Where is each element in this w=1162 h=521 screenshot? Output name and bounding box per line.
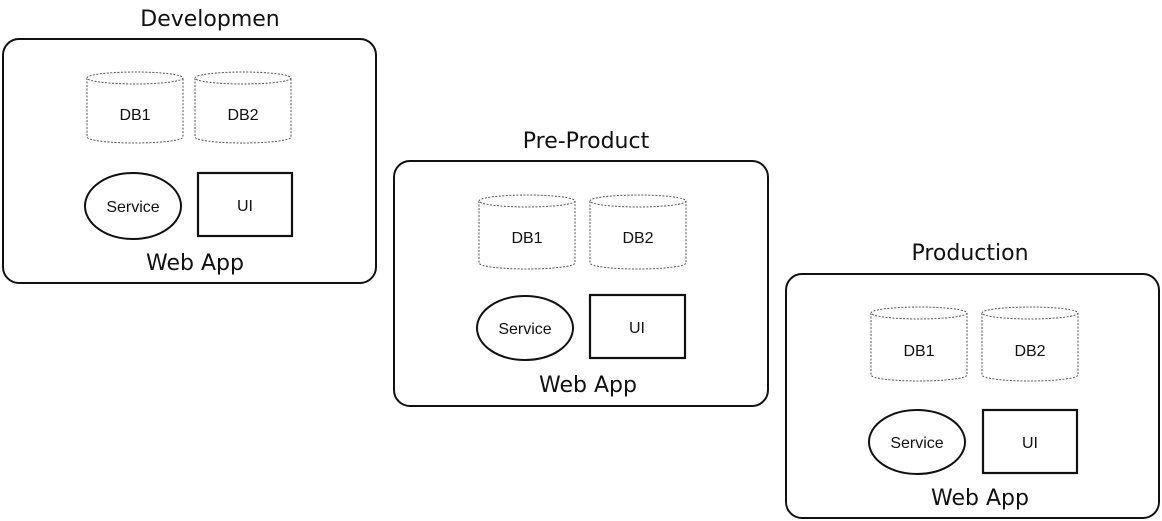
environment-box-development bbox=[2, 38, 377, 284]
db1-label: DB1 bbox=[903, 343, 934, 360]
service-node: Service bbox=[84, 172, 182, 240]
environment-box-production bbox=[785, 273, 1160, 519]
service-label: Service bbox=[106, 199, 159, 216]
environment-title-pre-product: Pre-Product bbox=[523, 129, 650, 154]
db2-label: DB2 bbox=[1014, 343, 1045, 360]
db1-cylinder: DB1 bbox=[478, 194, 576, 270]
db2-cylinder: DB2 bbox=[981, 306, 1079, 382]
db1-label: DB1 bbox=[511, 230, 542, 247]
ui-label: UI bbox=[237, 198, 253, 215]
environment-development: Developmen DB1 DB2 Service UI Web App bbox=[2, 7, 377, 284]
db2-label: DB2 bbox=[227, 107, 258, 124]
environment-title-development: Developmen bbox=[140, 7, 279, 32]
service-label: Service bbox=[890, 435, 943, 452]
web-app-label: Web App bbox=[931, 486, 1029, 511]
service-label: Service bbox=[498, 321, 551, 338]
db1-label: DB1 bbox=[119, 107, 150, 124]
environment-pre-product: Pre-Product DB1 DB2 Service UI Web App bbox=[393, 129, 769, 407]
environment-box-pre-product bbox=[393, 160, 769, 407]
db1-cylinder: DB1 bbox=[86, 71, 184, 144]
db1-cylinder: DB1 bbox=[870, 306, 968, 382]
environment-production: Production DB1 DB2 Service UI Web App bbox=[785, 241, 1160, 519]
ui-label: UI bbox=[1022, 435, 1038, 452]
service-node: Service bbox=[476, 295, 574, 361]
service-node: Service bbox=[868, 409, 966, 475]
db2-cylinder: DB2 bbox=[194, 71, 292, 144]
web-app-label: Web App bbox=[146, 251, 244, 276]
ui-node: UI bbox=[196, 171, 294, 238]
ui-node: UI bbox=[588, 293, 687, 360]
db2-label: DB2 bbox=[622, 230, 653, 247]
ui-node: UI bbox=[981, 408, 1079, 475]
db2-cylinder: DB2 bbox=[589, 194, 687, 270]
environment-title-production: Production bbox=[911, 241, 1028, 266]
web-app-label: Web App bbox=[539, 373, 637, 398]
ui-label: UI bbox=[629, 320, 645, 337]
